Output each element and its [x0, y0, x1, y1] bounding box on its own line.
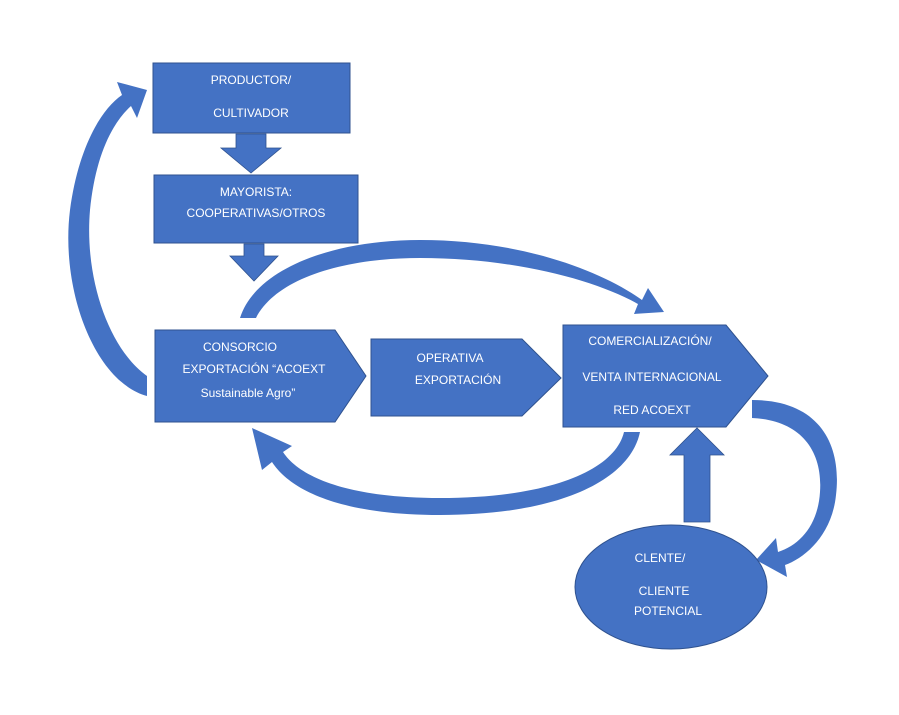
node-consorcio: CONSORCIO EXPORTACIÓN “ACOEXT Sustainabl…	[154, 329, 367, 423]
node-productor-line-1: PRODUCTOR/	[211, 73, 292, 87]
node-operativa-line-2: EXPORTACIÓN	[415, 372, 501, 387]
node-comercializacion-line-3: RED ACOEXT	[613, 403, 691, 417]
curved-arrow-comercializacion-to-consorcio	[252, 428, 640, 515]
node-consorcio-line-2: EXPORTACIÓN “ACOEXT	[183, 361, 327, 376]
node-cliente-line-3: POTENCIAL	[634, 604, 702, 618]
arrow-cliente-to-comercializacion	[669, 427, 725, 523]
curved-arrow-consorcio-to-productor	[68, 82, 147, 396]
curved-arrow-consorcio-to-comercializacion	[240, 240, 664, 318]
node-productor: PRODUCTOR/ CULTIVADOR	[152, 62, 351, 134]
node-mayorista: MAYORISTA: COOPERATIVAS/OTROS	[153, 174, 359, 244]
arrow-mayorista-to-consorcio	[229, 243, 279, 282]
node-comercializacion-line-1: COMERCIALIZACIÓN/	[588, 333, 712, 348]
node-cliente-line-2: CLIENTE	[639, 584, 690, 598]
node-mayorista-line-1: MAYORISTA:	[220, 185, 292, 199]
node-comercializacion-line-2: VENTA INTERNACIONAL	[582, 370, 721, 384]
node-operativa-line-1: OPERATIVA	[417, 351, 484, 365]
node-consorcio-line-3: Sustainable Agro”	[201, 386, 296, 400]
curved-arrow-comercializacion-to-cliente	[752, 400, 837, 577]
node-cliente: CLENTE/ CLIENTE POTENCIAL	[574, 524, 768, 650]
node-comercializacion: COMERCIALIZACIÓN/ VENTA INTERNACIONAL RE…	[562, 324, 769, 428]
node-operativa: OPERATIVA EXPORTACIÓN	[370, 338, 562, 417]
node-cliente-line-1: CLENTE/	[635, 551, 686, 565]
node-mayorista-line-2: COOPERATIVAS/OTROS	[187, 206, 326, 220]
node-consorcio-line-1: CONSORCIO	[203, 340, 277, 354]
node-productor-line-2: CULTIVADOR	[213, 106, 289, 120]
arrow-productor-to-mayorista	[219, 133, 283, 174]
